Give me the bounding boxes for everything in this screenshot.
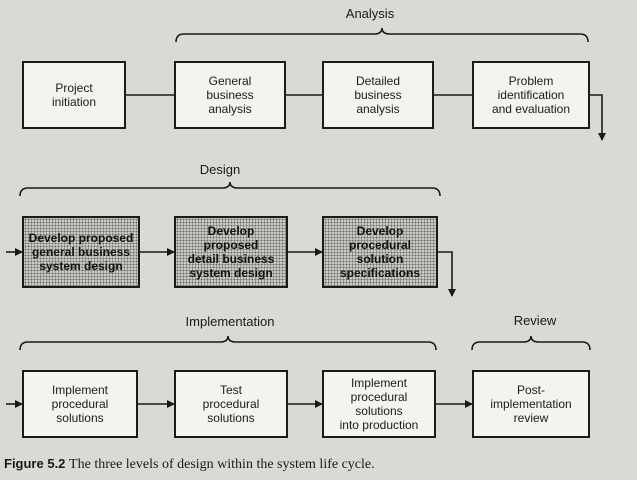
caption-text: The three levels of design within the sy… [69, 457, 375, 472]
label-implementation: Implementation [185, 314, 275, 329]
brace-implementation [19, 335, 437, 351]
caption-figure-number: Figure 5.2 [4, 456, 66, 471]
label-analysis: Analysis [345, 6, 395, 21]
figure-caption: Figure 5.2 The three levels of design wi… [4, 456, 375, 473]
brace-design [19, 181, 441, 197]
connector-problem-down [590, 94, 606, 141]
brace-review [471, 335, 591, 351]
brace-analysis [175, 27, 589, 43]
connector-specs-down [438, 251, 456, 297]
label-review: Review [513, 313, 557, 328]
label-design: Design [199, 162, 241, 177]
